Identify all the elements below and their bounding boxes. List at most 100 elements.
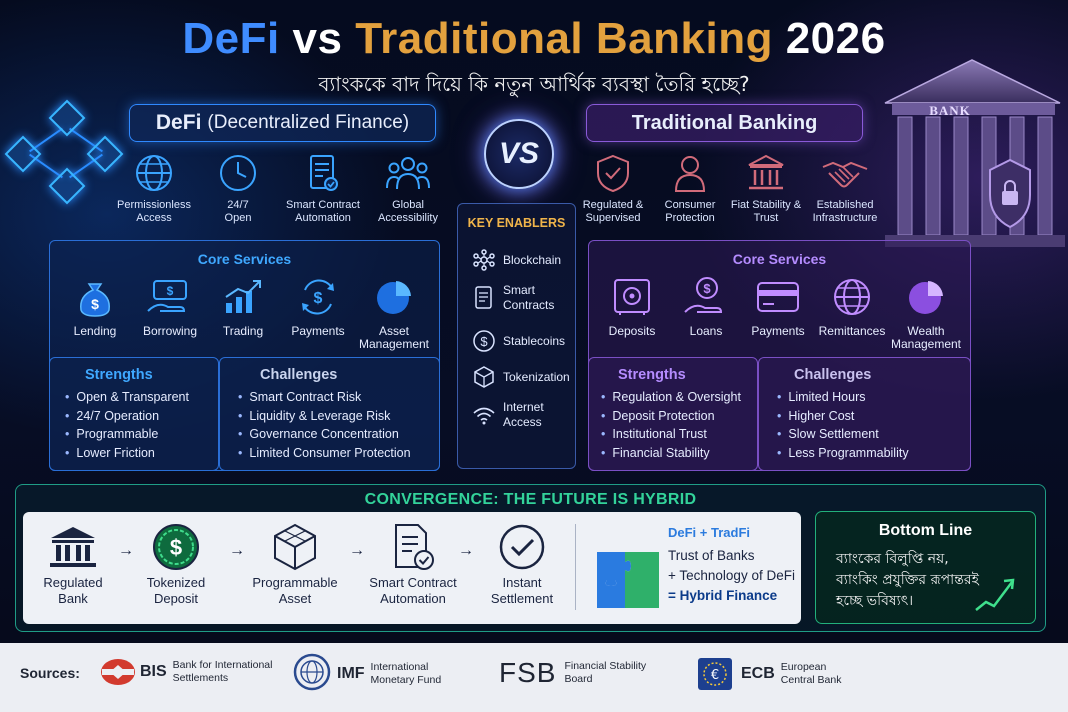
trend-up-icon bbox=[975, 578, 1015, 611]
hybrid-line: + Technology of DeFi bbox=[668, 568, 795, 583]
flow-divider bbox=[575, 524, 576, 610]
flow-step-tokenized-deposit: $ Tokenized Deposit bbox=[126, 521, 226, 607]
defi-service-asset-management: Asset Management bbox=[354, 275, 434, 351]
trad-service-deposits: Deposits bbox=[592, 275, 672, 338]
trad-core-services-title: Core Services bbox=[732, 251, 827, 267]
list-item: Limited Consumer Protection bbox=[238, 444, 439, 463]
svg-text:€: € bbox=[711, 668, 719, 683]
list-item: Lower Friction bbox=[65, 444, 218, 463]
shield-check-icon bbox=[597, 154, 629, 193]
defi-header-pill: DeFi (Decentralized Finance) bbox=[129, 104, 436, 142]
trad-feature-infrastructure: Established Infrastructure bbox=[800, 153, 890, 225]
list-item: Liquidity & Leverage Risk bbox=[238, 407, 439, 426]
puzzle-icon bbox=[597, 552, 659, 608]
loan-hand-icon: $ bbox=[684, 277, 723, 313]
hand-exchange-icon: $ bbox=[147, 280, 187, 312]
defi-strengths-title: Strengths bbox=[85, 367, 153, 383]
defi-feature-global: Global Accessibility bbox=[363, 153, 453, 225]
trad-challenges-panel: Challenges Limited Hours Higher Cost Slo… bbox=[758, 357, 971, 471]
token-cube-icon bbox=[474, 366, 494, 388]
svg-text:$: $ bbox=[480, 334, 488, 349]
pie-chart-icon bbox=[909, 281, 943, 314]
bottom-line-box: Bottom Line ব্যাংকের বিলুপ্তি নয়, ব্যাং… bbox=[815, 511, 1036, 624]
trading-chart-icon bbox=[225, 280, 261, 313]
defi-feature-smart-contract: Smart Contract Automation bbox=[278, 153, 368, 225]
enabler-stablecoins: $ Stablecoins bbox=[471, 329, 565, 353]
defi-challenges-panel: Challenges Smart Contract Risk Liquidity… bbox=[219, 357, 440, 471]
sources-label: Sources: bbox=[20, 665, 80, 681]
flow-arrow: → bbox=[229, 542, 245, 559]
hybrid-line: Trust of Banks bbox=[668, 548, 755, 563]
list-item: Smart Contract Risk bbox=[238, 388, 439, 407]
stablecoin-icon: $ bbox=[473, 330, 495, 352]
trad-feature-fiat-stability: Fiat Stability & Trust bbox=[721, 153, 811, 225]
flow-step-programmable-asset: Programmable Asset bbox=[245, 521, 345, 607]
money-bag-icon: $ bbox=[80, 283, 110, 317]
trad-challenges-list: Limited Hours Higher Cost Slow Settlemen… bbox=[777, 388, 970, 462]
list-item: Higher Cost bbox=[777, 407, 970, 426]
hybrid-title: DeFi + TradFi bbox=[668, 525, 750, 540]
bottom-line-text: ব্যাংকের বিলুপ্তি নয়, ব্যাংকিং প্রযুক্ত… bbox=[836, 551, 979, 609]
hybrid-line: = Hybrid Finance bbox=[668, 588, 778, 603]
trad-service-wealth-management: Wealth Management bbox=[886, 275, 966, 351]
flow-arrow: → bbox=[349, 542, 365, 559]
defi-service-payments: $ Payments bbox=[278, 275, 358, 338]
trad-feature-consumer-protection: Consumer Protection bbox=[645, 153, 735, 225]
imf-seal-icon bbox=[293, 653, 331, 691]
bank-icon bbox=[748, 154, 784, 190]
person-icon bbox=[674, 156, 706, 192]
list-item: Institutional Trust bbox=[601, 425, 757, 444]
contract-icon bbox=[310, 155, 338, 191]
title-defi: DeFi bbox=[182, 14, 280, 63]
bottom-line-title: Bottom Line bbox=[878, 522, 973, 539]
card-icon bbox=[757, 282, 799, 312]
page-title: DeFi vs Traditional Banking 2026 bbox=[0, 14, 1068, 64]
defi-challenges-list: Smart Contract Risk Liquidity & Leverage… bbox=[238, 388, 439, 462]
trad-header-pill: Traditional Banking bbox=[586, 104, 863, 142]
key-enablers-title: KEY ENABLERS bbox=[467, 216, 566, 230]
trad-service-payments: Payments bbox=[738, 275, 818, 338]
defi-service-borrowing: $ Borrowing bbox=[130, 275, 210, 338]
svg-text:$: $ bbox=[167, 284, 174, 298]
trad-strengths-title: Strengths bbox=[618, 367, 686, 383]
blockchain-icon bbox=[473, 249, 495, 271]
defi-pill-bold: DeFi bbox=[155, 111, 202, 134]
people-icon bbox=[386, 157, 430, 190]
vs-badge: VS bbox=[484, 119, 554, 189]
handshake-icon bbox=[822, 161, 868, 188]
svg-text:$: $ bbox=[314, 290, 323, 307]
clock-icon bbox=[220, 155, 256, 191]
convergence-title: CONVERGENCE: THE FUTURE IS HYBRID bbox=[364, 491, 697, 508]
trad-service-loans: $ Loans bbox=[666, 275, 746, 338]
list-item: Open & Transparent bbox=[65, 388, 218, 407]
defi-feature-permissionless: Permissionless Access bbox=[109, 153, 199, 225]
globe-icon bbox=[834, 279, 870, 315]
trad-strengths-list: Regulation & Oversight Deposit Protectio… bbox=[601, 388, 757, 462]
trad-challenges-title: Challenges bbox=[794, 367, 872, 383]
globe-icon bbox=[136, 155, 172, 191]
list-item: Less Programmability bbox=[777, 444, 970, 463]
enabler-blockchain: Blockchain bbox=[471, 249, 561, 271]
list-item: Regulation & Oversight bbox=[601, 388, 757, 407]
ecb-logo-icon: € bbox=[698, 658, 732, 690]
defi-service-lending: $ Lending bbox=[55, 275, 135, 338]
flow-arrow: → bbox=[118, 542, 134, 559]
bis-logo-icon bbox=[101, 659, 135, 685]
token-coin-icon: $ bbox=[153, 524, 199, 570]
check-circle-icon bbox=[499, 524, 545, 570]
hybrid-formula: DeFi + TradFi Trust of Banks + Technolog… bbox=[668, 525, 795, 606]
flow-step-regulated-bank: Regulated Bank bbox=[23, 521, 123, 607]
flow-step-smart-contract: Smart Contract Automation bbox=[363, 521, 463, 607]
defi-core-services-title: Core Services bbox=[197, 251, 292, 267]
bank-building-icon bbox=[884, 59, 1065, 247]
svg-text:$: $ bbox=[703, 281, 711, 296]
page-subtitle: ব্যাংককে বাদ দিয়ে কি নতুন আর্থিক ব্যবস্… bbox=[318, 72, 750, 96]
title-traditional: Traditional Banking bbox=[355, 14, 773, 63]
safe-icon bbox=[614, 279, 650, 315]
list-item: Programmable bbox=[65, 425, 218, 444]
